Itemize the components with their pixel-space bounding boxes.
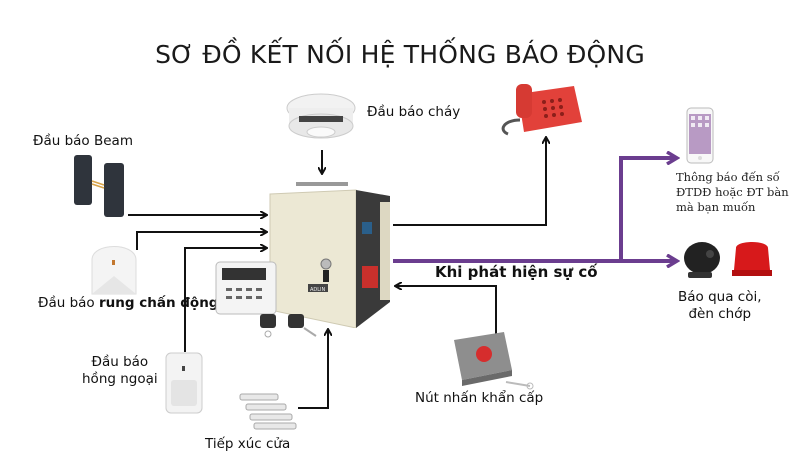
wire-phone	[393, 138, 546, 226]
vibration-label-normal: Đầu báo	[38, 295, 95, 311]
keypad-icon	[214, 260, 278, 316]
door-contact-label: Tiếp xúc cửa	[205, 436, 291, 452]
event-label: Khi phát hiện sự cố	[435, 263, 598, 281]
siren-label-line2: đèn chớp	[688, 306, 752, 322]
pir-label-line2: hồng ngoại	[82, 371, 158, 387]
wire-alert-mobile	[619, 158, 676, 261]
mobile-notify-label: Thông báo đến số ĐTDĐ hoặc ĐT bàn mà bạn…	[676, 170, 789, 215]
door-contact-icon	[236, 392, 298, 432]
beam-sensor-label: Đầu báo Beam	[33, 133, 133, 149]
mobile-label-line3: mà bạn muốn	[676, 200, 756, 214]
wire-door	[298, 330, 328, 409]
wire-pir	[184, 248, 266, 352]
wire-panic	[396, 286, 497, 338]
alarm-control-panel-icon: ADLIN	[268, 182, 392, 329]
siren-label-line1: Báo qua còi,	[678, 289, 762, 305]
siren-strobe-icon	[680, 240, 786, 282]
mobile-label-line2: ĐTDĐ hoặc ĐT bàn	[676, 185, 789, 199]
remote-keyfob-icon	[258, 312, 318, 342]
beam-sensor-icon	[70, 153, 128, 219]
smoke-detector-label: Đầu báo cháy	[367, 104, 461, 120]
panic-button-icon	[452, 330, 534, 392]
desk-phone-icon	[494, 82, 584, 138]
pir-sensor-icon	[165, 352, 203, 414]
mobile-label-line1: Thông báo đến số	[676, 170, 780, 184]
vibration-sensor-icon	[90, 240, 138, 295]
panic-button-label: Nút nhấn khẩn cấp	[415, 390, 544, 406]
pir-label-line1: Đầu báo	[91, 354, 149, 370]
panel-brand-text: ADLIN	[310, 287, 326, 293]
smartphone-icon	[686, 107, 714, 164]
wire-vibration	[136, 232, 266, 250]
smoke-detector-icon	[285, 92, 357, 142]
vibration-sensor-label: Đầu báo rung chấn động	[38, 295, 218, 312]
siren-strobe-label: Báo qua còi, đèn chớp	[678, 289, 762, 323]
pir-sensor-label: Đầu báo hồng ngoại	[82, 354, 158, 388]
vibration-label-bold: rung chấn động	[98, 295, 219, 311]
diagram-title: SƠ ĐỒ KẾT NỐI HỆ THỐNG BÁO ĐỘNG	[155, 40, 645, 69]
